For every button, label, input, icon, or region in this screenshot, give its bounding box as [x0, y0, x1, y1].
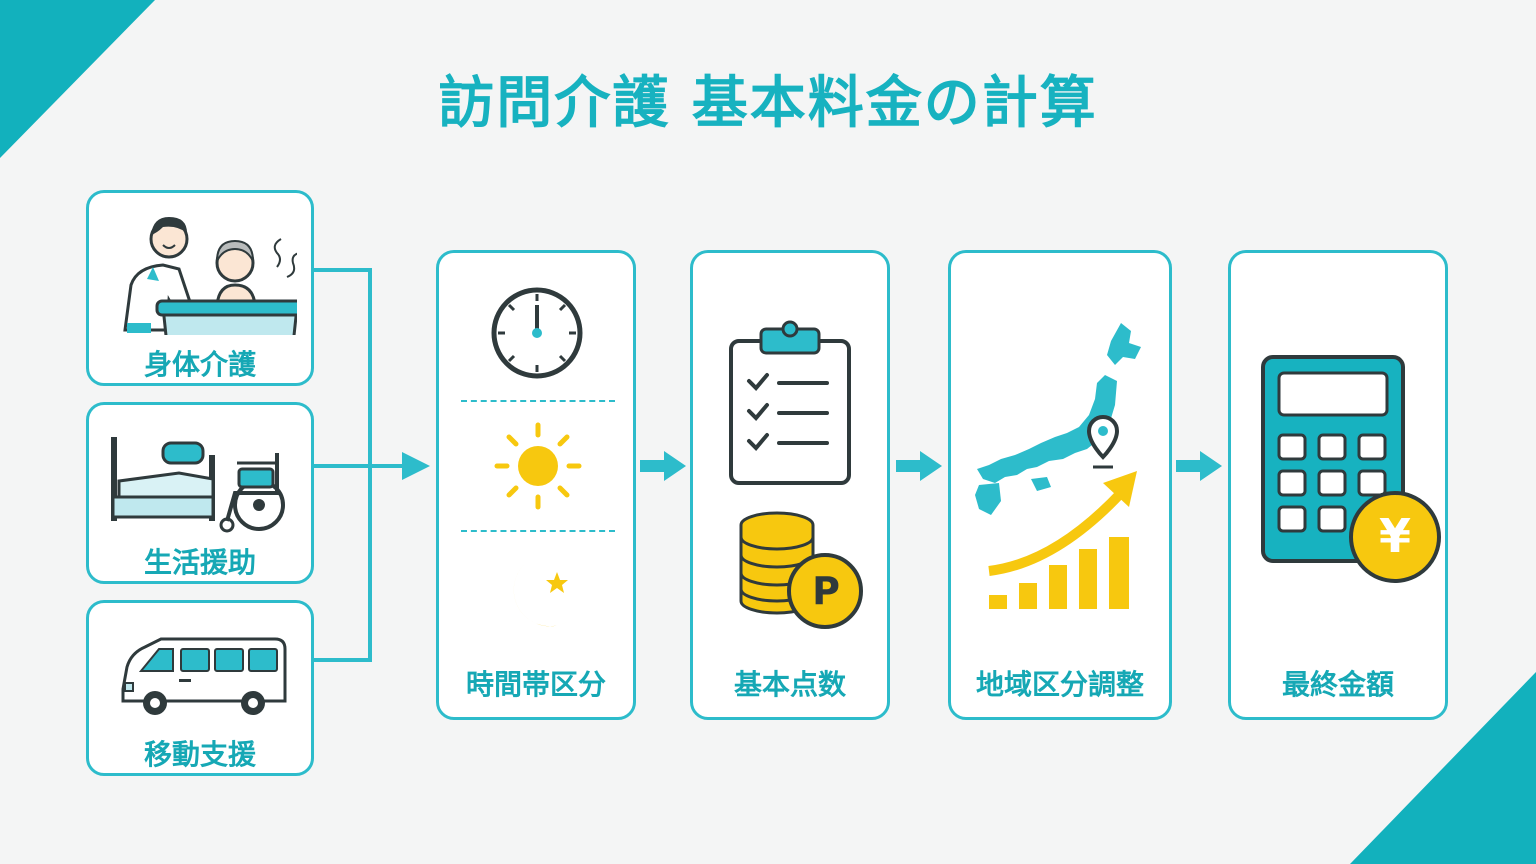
step-card-time-slot: 時間帯区分 — [436, 250, 636, 720]
clipboard-checklist-icon — [729, 320, 851, 485]
step-label: 地域区分調整 — [975, 668, 1144, 701]
service-card-mobility-support: 移動支援 — [86, 600, 314, 776]
yen-badge: ¥ — [1378, 509, 1411, 563]
step-card-base-points: P 基本点数 — [690, 250, 890, 720]
caregiver-bathing-icon — [123, 217, 297, 335]
sun-icon — [494, 422, 582, 510]
step-label: 最終金額 — [1281, 668, 1394, 701]
service-card-daily-support: 生活援助 — [86, 402, 314, 584]
flow-arrow-2 — [664, 451, 686, 481]
step-label: 時間帯区分 — [465, 668, 606, 701]
page-title: 訪問介護 基本料金の計算 — [438, 71, 1098, 136]
growth-chart-icon — [988, 471, 1137, 609]
step-card-regional-adjustment: 地域区分調整 — [948, 250, 1172, 720]
service-label: 移動支援 — [143, 738, 256, 771]
japan-map-pin-icon — [975, 323, 1141, 515]
van-icon — [121, 637, 287, 715]
service-label: 身体介護 — [143, 348, 256, 381]
flow-arrow-4 — [1200, 451, 1222, 481]
moon-star-icon — [513, 562, 573, 627]
flow-arrow-1 — [402, 452, 430, 480]
service-label: 生活援助 — [143, 546, 256, 579]
divider — [461, 400, 615, 402]
yen-coin-icon — [1349, 491, 1441, 583]
bed-wheelchair-icon — [111, 437, 285, 533]
coins-points-icon — [739, 511, 863, 629]
step-label: 基本点数 — [733, 668, 846, 701]
clock-icon — [491, 287, 583, 379]
divider — [461, 530, 615, 532]
flow-arrow-3 — [920, 451, 942, 481]
corner-decoration-top-left — [0, 0, 155, 158]
points-badge: P — [812, 569, 840, 613]
step-card-final-amount: ¥ 最終金額 — [1228, 250, 1448, 720]
service-card-physical-care: 身体介護 — [86, 190, 314, 386]
corner-decoration-bottom-right — [1350, 672, 1536, 864]
